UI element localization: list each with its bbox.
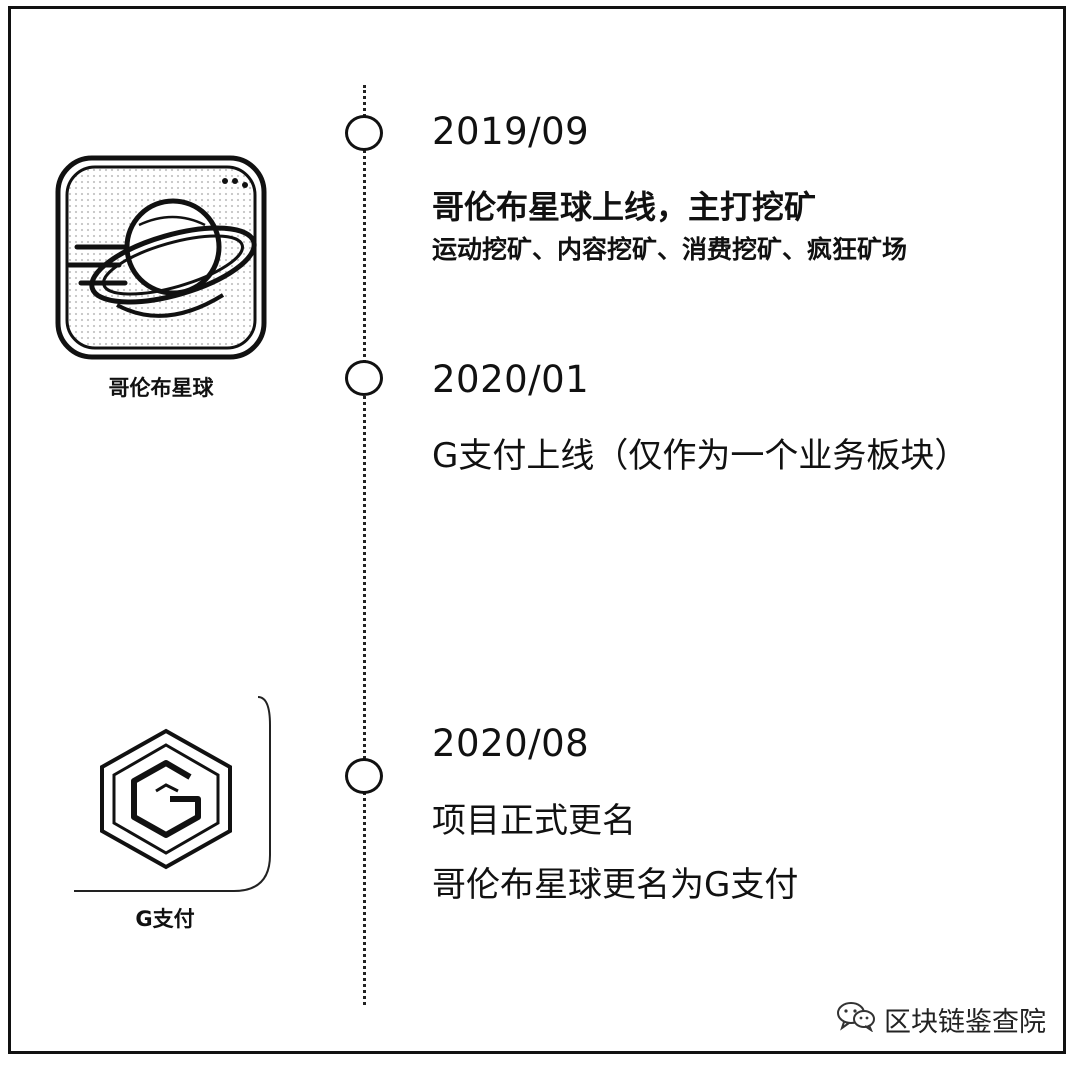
event-date-3: 2020/08 (432, 722, 590, 765)
timeline-node-3 (345, 758, 383, 794)
timeline-node-1 (345, 115, 383, 151)
event-detail-3: 哥伦布星球更名为G支付 (432, 865, 799, 905)
event-headline-2: G支付上线（仅作为一个业务板块） (432, 436, 969, 476)
event-headline-1: 哥伦布星球上线，主打挖矿 (432, 188, 817, 226)
wechat-icon (836, 1000, 876, 1039)
event-headline-3: 项目正式更名 (432, 801, 636, 841)
app-label-gpay: G支付 (135, 907, 195, 931)
planet-icon (55, 155, 267, 364)
timeline-line (363, 85, 366, 1005)
event-date-1: 2019/09 (432, 110, 590, 153)
g-hexagon-icon (70, 695, 272, 897)
app-label-planet: 哥伦布星球 (108, 376, 214, 400)
event-date-2: 2020/01 (432, 358, 590, 401)
timeline-node-2 (345, 360, 383, 396)
event-detail-1: 运动挖矿、内容挖矿、消费挖矿、疯狂矿场 (432, 235, 908, 264)
diagram-frame (8, 6, 1066, 1054)
watermark-text: 区块链鉴查院 (884, 1007, 1046, 1038)
watermark: 区块链鉴查院 (836, 1000, 1046, 1039)
